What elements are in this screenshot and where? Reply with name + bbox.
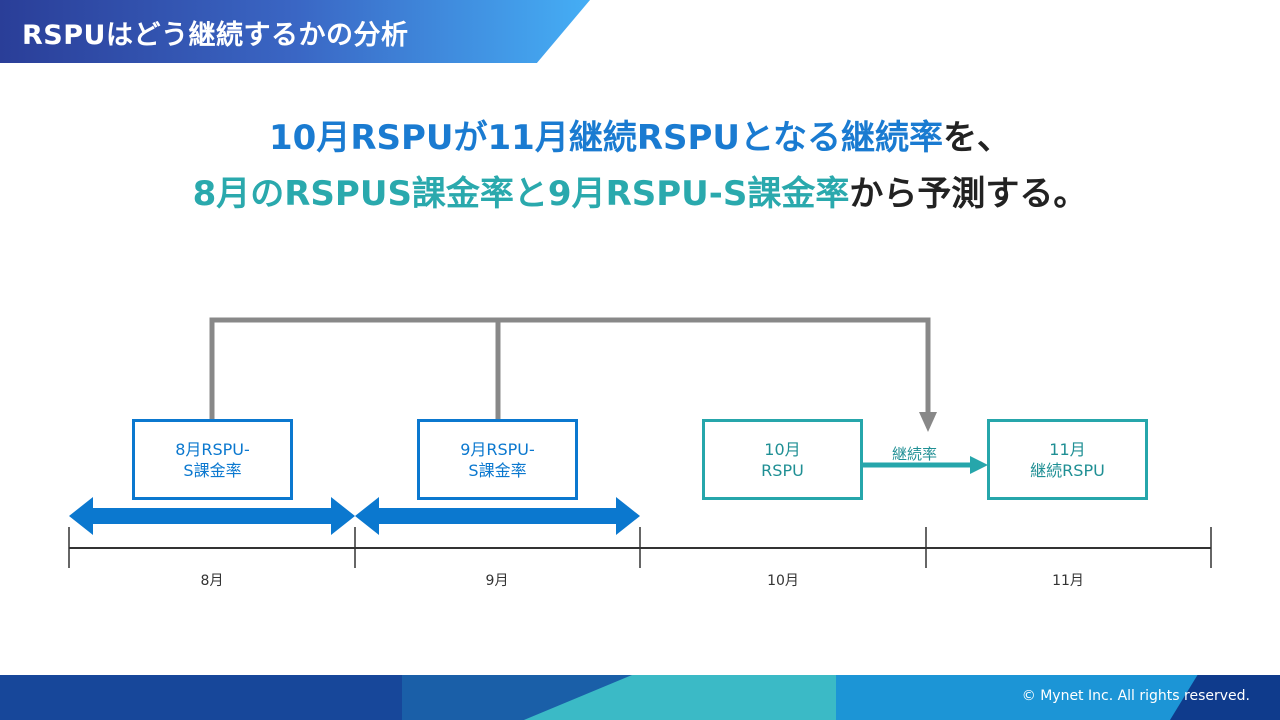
timeline-label-aug: 8月 bbox=[200, 573, 224, 589]
box-oct-line-2: RSPU bbox=[761, 460, 804, 480]
timeline-label-sep: 9月 bbox=[485, 573, 509, 589]
box-sep-line-1: 9月RSPU- bbox=[460, 439, 535, 459]
period-arrow-aug bbox=[69, 497, 355, 535]
headline-line-1: 10月RSPUが11月継続RSPUとなる継続率を、 bbox=[0, 110, 1280, 159]
box-nov-line-2: 継続RSPU bbox=[1030, 460, 1105, 480]
timeline-axis bbox=[68, 527, 1212, 568]
headline-text-2: から予測する。 bbox=[849, 174, 1088, 214]
continuation-rate-label: 継続率 bbox=[892, 445, 938, 463]
footer-band bbox=[0, 675, 1280, 720]
box-sep-line-2: S課金率 bbox=[468, 460, 527, 480]
box-nov-continued-rspu: 11月 継続RSPU bbox=[987, 419, 1148, 500]
box-sep-rspu-s-rate: 9月RSPU- S課金率 bbox=[417, 419, 578, 500]
slide-title: RSPUはどう継続するかの分析 bbox=[22, 20, 409, 51]
headline-highlight-1: 10月RSPUが11月継続RSPUとなる継続率 bbox=[269, 118, 943, 158]
headline-line-2: 8月のRSPUS課金率と9月RSPU-S課金率から予測する。 bbox=[0, 166, 1280, 215]
headline-text-1: を、 bbox=[943, 118, 1011, 158]
period-arrow-sep bbox=[355, 497, 640, 535]
headline-highlight-2: 8月のRSPUS課金率と9月RSPU-S課金率 bbox=[192, 174, 850, 214]
rate-arrowhead bbox=[970, 456, 988, 474]
box-aug-line-1: 8月RSPU- bbox=[175, 439, 250, 459]
box-oct-line-1: 10月 bbox=[764, 439, 801, 459]
box-oct-rspu: 10月 RSPU bbox=[702, 419, 863, 500]
connector-from-aug bbox=[209, 317, 931, 421]
header-banner bbox=[0, 0, 590, 63]
box-nov-line-1: 11月 bbox=[1049, 439, 1086, 459]
connector-arrowhead bbox=[919, 412, 937, 432]
box-aug-rspu-s-rate: 8月RSPU- S課金率 bbox=[132, 419, 293, 500]
timeline-label-oct: 10月 bbox=[767, 573, 799, 589]
copyright-notice: © Mynet Inc. All rights reserved. bbox=[1021, 688, 1250, 704]
connector-lines bbox=[209, 317, 931, 421]
timeline-label-nov: 11月 bbox=[1052, 573, 1084, 589]
box-aug-line-2: S課金率 bbox=[183, 460, 242, 480]
